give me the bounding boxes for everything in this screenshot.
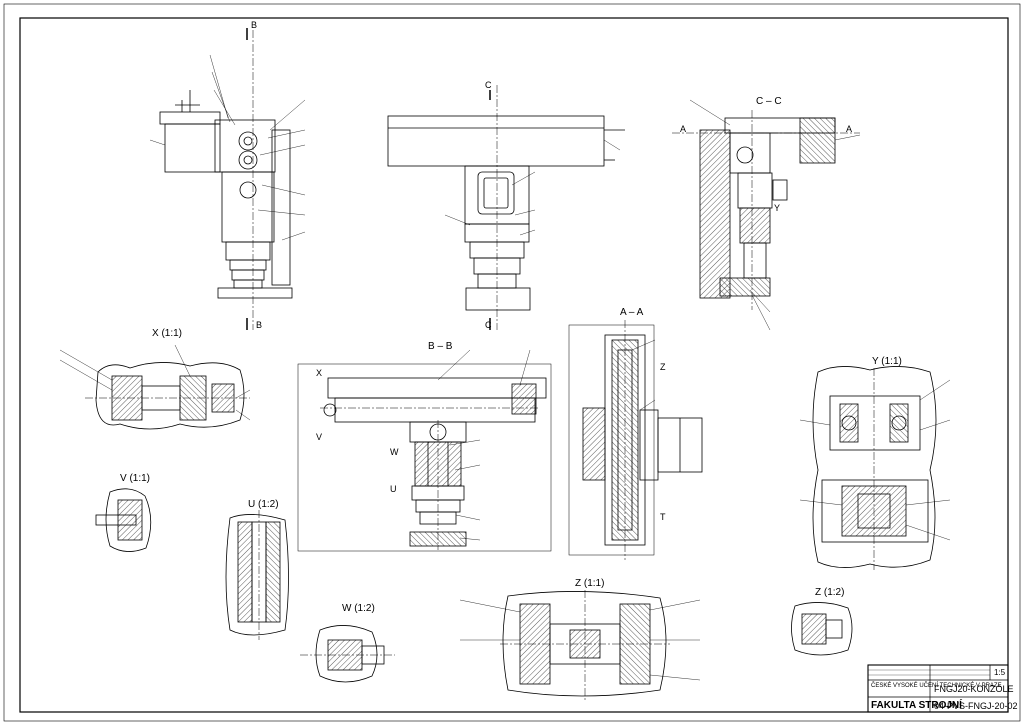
marker-b-bottom: B — [256, 320, 263, 330]
leader-lines — [59, 54, 951, 681]
marker-t: T — [660, 512, 666, 522]
front-view — [159, 28, 293, 330]
detail-z-title: Z (1:1) — [575, 578, 605, 589]
detail-w-view — [300, 625, 395, 683]
detail-y-view — [812, 366, 937, 570]
marker-b-top: B — [251, 20, 258, 30]
detail-z-view — [500, 590, 670, 700]
marker-z: Z — [660, 362, 666, 372]
sheet-frame — [3, 3, 1021, 722]
detail-v-title: V (1:1) — [120, 473, 151, 484]
school-name: FAKULTA STROJNÍ — [871, 700, 962, 711]
section-aa-title: A – A — [620, 307, 644, 318]
side-view — [387, 85, 625, 330]
section-bb-view — [297, 363, 552, 552]
detail-u-view — [225, 510, 289, 640]
marker-u: U — [390, 484, 397, 494]
marker-a-right: A — [846, 124, 853, 134]
section-bb-title: B – B — [428, 341, 453, 352]
detail-x-view — [85, 362, 250, 430]
marker-w: W — [390, 447, 399, 457]
detail-v-view — [95, 488, 152, 552]
section-aa-view — [568, 320, 703, 560]
detail-y-title: Y (1:1) — [872, 356, 902, 367]
institution-name: ČESKÉ VYSOKÉ UČENÍ TECHNICKÉ V PRAZE — [871, 683, 1002, 689]
detail-z2-view — [791, 602, 853, 656]
detail-w-title: W (1:2) — [342, 603, 375, 614]
title-block — [867, 664, 1009, 713]
drawing-number: 04-PVS-FNGJ-20-02 — [934, 701, 1018, 711]
detail-z2-title: Z (1:2) — [815, 587, 845, 598]
marker-c-bottom: C — [485, 320, 492, 330]
section-cc-view — [672, 110, 860, 310]
drawing-title: FNGJ20-KONZOLE — [934, 684, 1014, 694]
detail-x-title: X (1:1) — [152, 328, 183, 339]
marker-y: Y — [774, 203, 781, 213]
marker-a-left: A — [680, 124, 687, 134]
marker-c-top: C — [485, 80, 492, 90]
detail-u-title: U (1:2) — [248, 499, 279, 510]
section-cc-title: C – C — [756, 96, 782, 107]
drawing-scale: 1:5 — [994, 668, 1006, 677]
marker-x: X — [316, 368, 323, 378]
marker-v: V — [316, 432, 323, 442]
